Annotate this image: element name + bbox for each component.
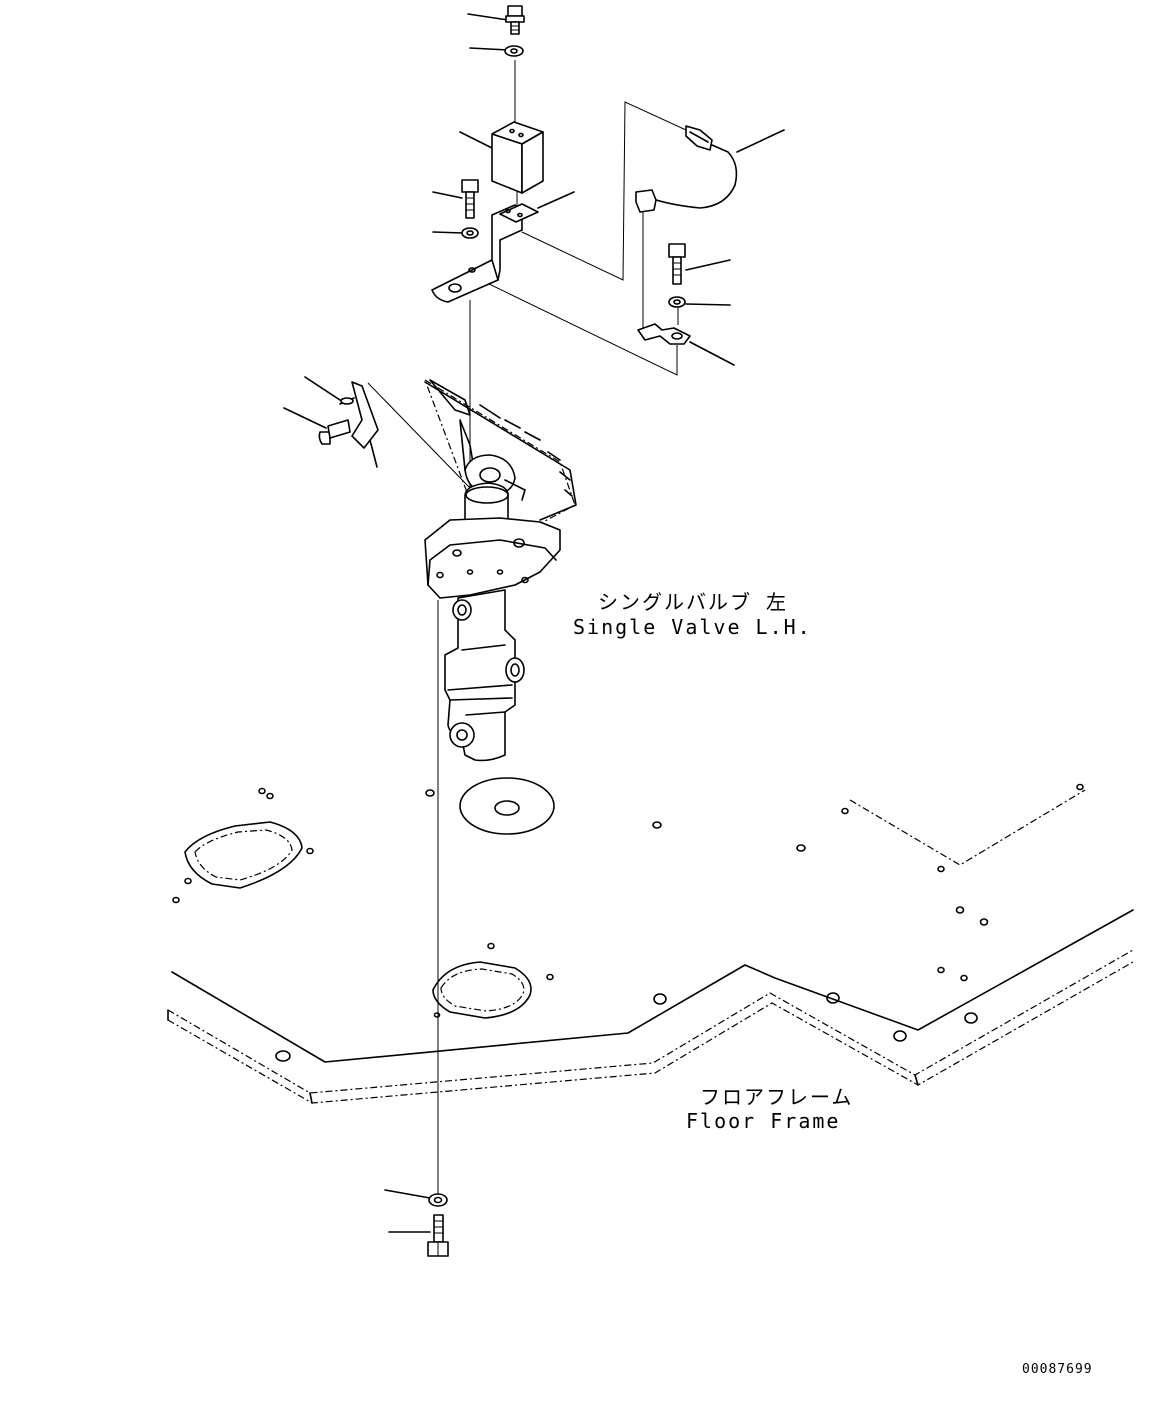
clip xyxy=(637,323,691,345)
bracket-bolt xyxy=(461,179,479,219)
single-valve xyxy=(423,378,577,762)
wire-harness xyxy=(635,125,738,213)
frame-label-en: Floor Frame xyxy=(686,1109,840,1133)
valve-label-en: Single Valve L.H. xyxy=(573,615,812,639)
harness-washer xyxy=(668,296,686,308)
assembly-lines xyxy=(283,13,785,1233)
floor-frame xyxy=(167,777,1134,1104)
pedal-cover xyxy=(351,381,379,449)
valve-label-jp: シングルバルブ 左 xyxy=(598,590,788,614)
frame-holes xyxy=(172,783,1084,1062)
drawing-number: 00087699 xyxy=(1022,1362,1093,1377)
harness-bolt xyxy=(668,243,686,285)
frame-label-jp: フロアフレーム xyxy=(700,1085,853,1109)
pedal-screw xyxy=(318,419,351,445)
bracket-washer xyxy=(461,227,479,239)
top-washer xyxy=(504,45,524,57)
bottom-bolt xyxy=(427,1214,449,1257)
pedal-pin xyxy=(339,397,355,405)
bottom-washer xyxy=(428,1193,448,1207)
mounting-bracket xyxy=(431,203,539,303)
top-bolt xyxy=(505,5,525,35)
relay-block xyxy=(491,121,544,194)
